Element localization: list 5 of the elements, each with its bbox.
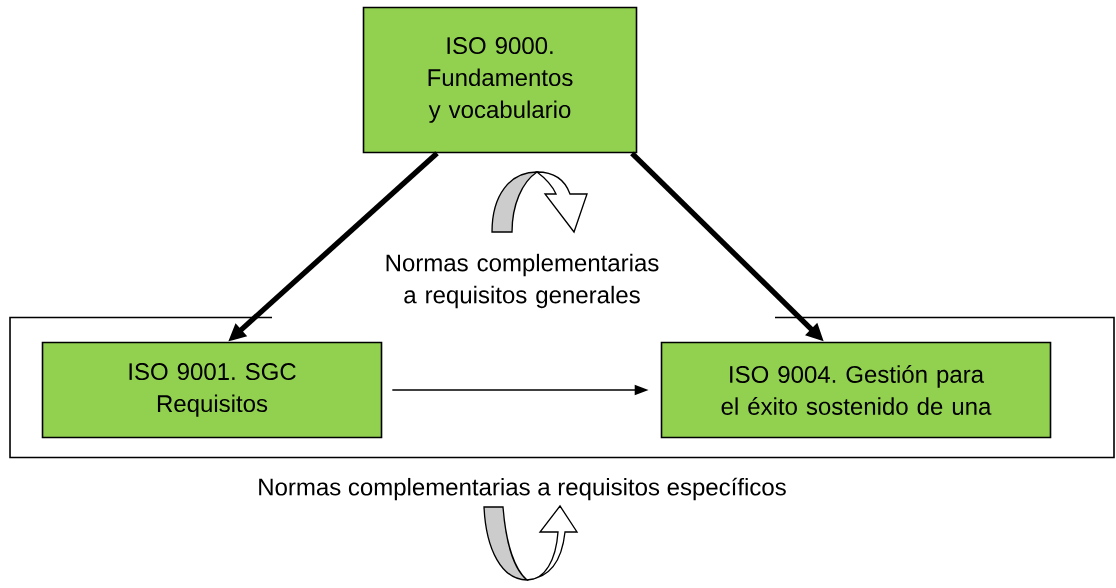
- standard-box: ISO 9001. SGC Requisitos: [41, 341, 383, 439]
- frame-heading: Normas complementarias a requisitos generales: [386, 253, 659, 309]
- standard-box: ISO 9004. Gestión para el éxito sostenido de una: [660, 341, 1052, 439]
- standard-box: ISO 9000. Fundamentos y vocabulario: [362, 6, 638, 154]
- note-label: Normas complementarias a requisitos específicos: [259, 477, 786, 501]
